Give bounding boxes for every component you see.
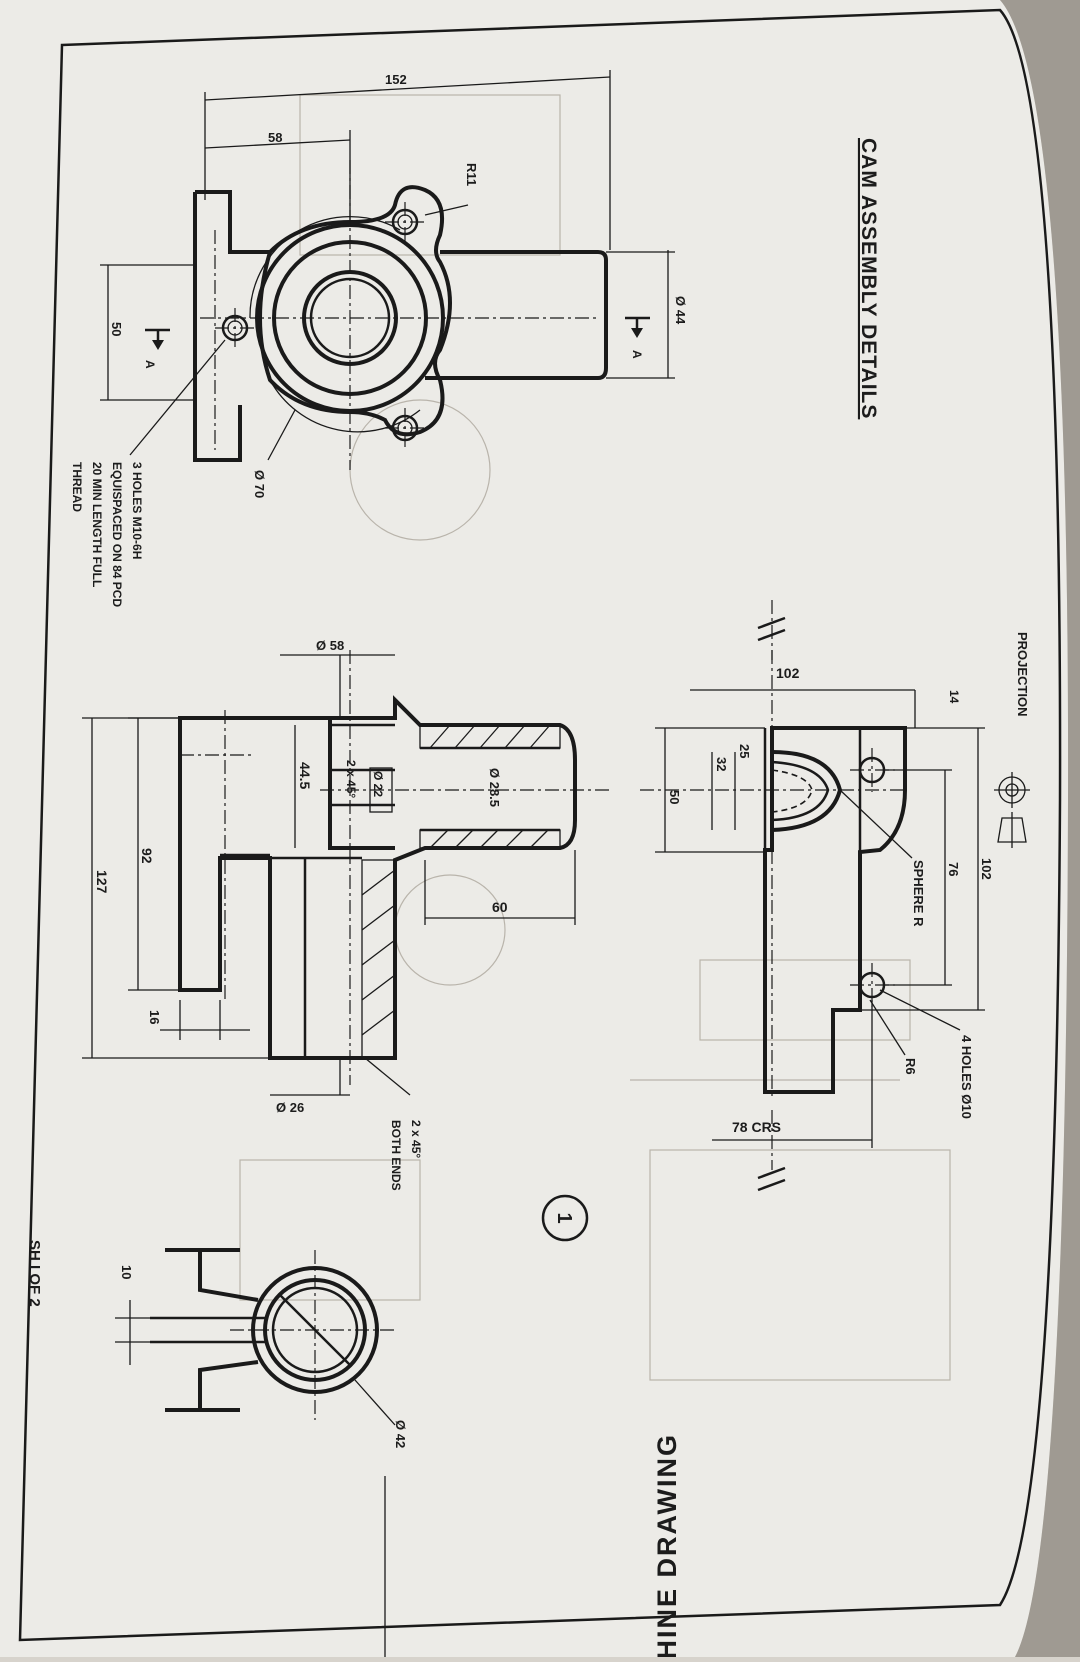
dim-4-holes: 4 HOLES Ø10 xyxy=(959,1035,974,1119)
note-line-3: 20 MIN LENGTH FULL xyxy=(90,462,104,587)
border-frame xyxy=(18,8,1062,1642)
dim-16: 16 xyxy=(147,1010,162,1024)
section-view: Ø 58 Ø 22 2 x 45° 44.5 Ø 28.5 60 92 127 … xyxy=(82,638,610,1191)
sheet-title: CAM ASSEMBLY DETAILS xyxy=(857,138,880,419)
projection-label: PROJECTION xyxy=(1015,632,1030,717)
end-view: 10 Ø 42 xyxy=(115,1248,408,1448)
dim-dia-22: Ø 22 xyxy=(371,771,385,797)
section-a-left: A xyxy=(143,360,157,369)
chamfer-ends-2: BOTH ENDS xyxy=(389,1120,403,1191)
dim-32: 32 xyxy=(714,757,729,771)
dim-dia-58: Ø 58 xyxy=(316,638,344,653)
note-line-2: EQUISPACED ON 84 PCD xyxy=(110,462,124,607)
tapped-hole xyxy=(385,408,425,448)
dim-127: 127 xyxy=(94,870,110,894)
tapped-hole xyxy=(215,308,255,348)
dim-50: 50 xyxy=(109,322,124,336)
dim-dia-26: Ø 26 xyxy=(276,1100,304,1115)
chamfer-ends-1: 2 x 45° xyxy=(409,1120,423,1158)
dim-14: 14 xyxy=(947,690,961,704)
note-line-4: THREAD xyxy=(70,462,84,512)
dim-152: 152 xyxy=(385,72,407,87)
tapped-hole xyxy=(385,202,425,242)
part-number: 1 xyxy=(553,1212,575,1223)
first-angle-projection-icon xyxy=(994,772,1030,848)
dim-dia-44: Ø 44 xyxy=(673,296,688,325)
page-shadow xyxy=(1000,0,1080,1657)
dim-102-top: 102 xyxy=(776,665,800,681)
dim-10: 10 xyxy=(119,1265,134,1279)
note-line-1: 3 HOLES M10-6H xyxy=(130,462,144,559)
dim-92: 92 xyxy=(139,848,155,864)
plan-view: 102 14 102 76 SPHERE R 4 HOLES Ø10 R6 78… xyxy=(640,600,994,1192)
dim-dia-70: Ø 70 xyxy=(252,470,267,498)
dim-58: 58 xyxy=(268,130,282,145)
dim-78-crs: 78 CRS xyxy=(732,1119,781,1135)
dim-60: 60 xyxy=(492,899,508,915)
dim-25: 25 xyxy=(737,744,752,758)
front-view: 152 58 R11 Ø 44 50 A A Ø 70 3 HOLES M10-… xyxy=(70,70,688,607)
dim-50-plan: 50 xyxy=(667,790,682,804)
dim-dia-28-5: Ø 28.5 xyxy=(487,768,502,807)
dim-76: 76 xyxy=(946,862,961,876)
dim-dia-42: Ø 42 xyxy=(393,1420,408,1448)
dim-44-5: 44.5 xyxy=(297,762,313,789)
dim-102-side: 102 xyxy=(979,858,994,880)
dim-sphere-r: SPHERE R xyxy=(911,860,926,927)
chamfer-inner: 2 x 45° xyxy=(344,760,358,798)
part-number-badge: 1 xyxy=(541,1194,589,1242)
book-title: MACHINE DRAWING xyxy=(652,1433,682,1657)
hatching xyxy=(361,724,561,1059)
section-a-right: A xyxy=(630,350,644,359)
dim-r11: R11 xyxy=(464,163,479,186)
sheet-number: SH I OF 2 xyxy=(26,1240,43,1307)
dim-r6: R6 xyxy=(903,1058,918,1075)
